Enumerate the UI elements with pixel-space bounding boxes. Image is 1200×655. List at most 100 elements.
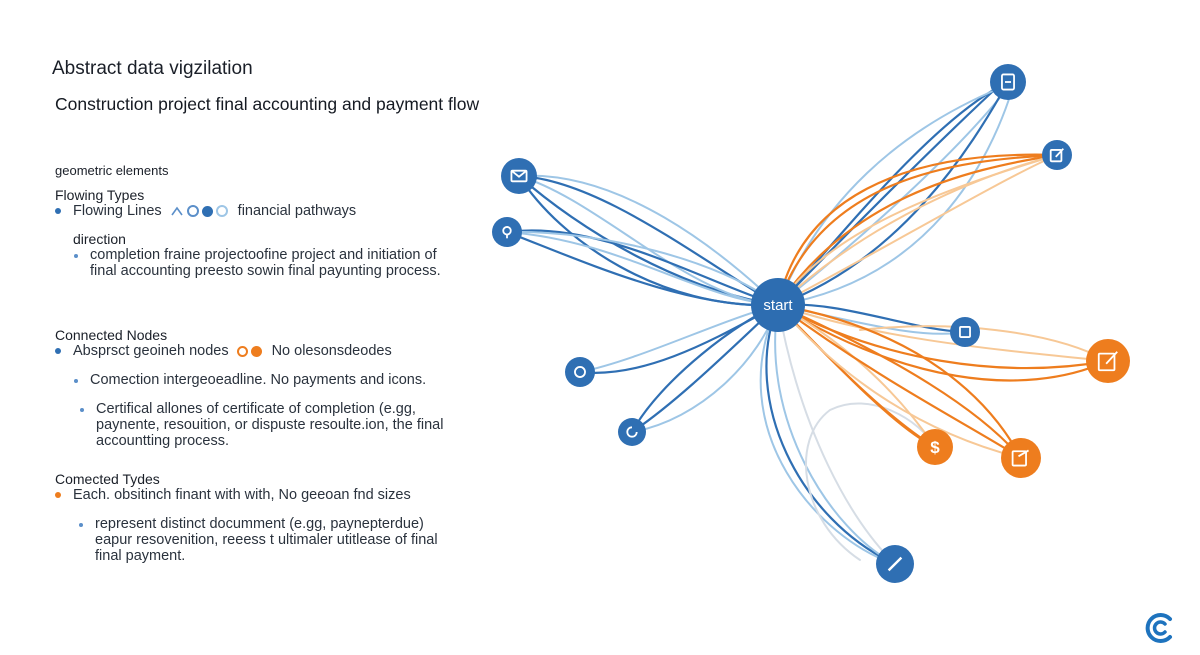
flow-line (777, 304, 1022, 459)
brand-c-icon (1145, 613, 1172, 643)
types-sub-text-1: represent distinct documment (e.gg, payn… (95, 516, 438, 564)
mail-icon (510, 169, 528, 183)
flow-line (776, 303, 1023, 460)
connected-nodes-heading: Connected Nodes (55, 327, 168, 343)
mail-node[interactable] (501, 158, 537, 194)
square-node[interactable] (950, 317, 980, 347)
nodes-sub-item-1: Comection intergeoeadline. No payments a… (74, 372, 426, 388)
pen-node[interactable] (876, 545, 914, 583)
flow-line (506, 230, 779, 306)
start-node-label: start (763, 297, 793, 314)
ring-icon (236, 345, 248, 357)
bullet-dot (55, 208, 61, 214)
types-label: Each. obsitinch finant with with, No gee… (73, 487, 411, 503)
flowing-lines-bullet: Flowing Lines financial pathways (55, 203, 356, 219)
types-sub-item-1: represent distinct documment (e.gg, payn… (79, 516, 438, 564)
dot-icon (250, 345, 262, 357)
flow-line (776, 303, 1110, 382)
document-node[interactable] (990, 64, 1026, 100)
flowing-types-heading: Flowing Types (55, 187, 145, 203)
flow-line (776, 153, 1059, 307)
flowing-lines-mini-icons (170, 205, 228, 217)
flow-line (506, 231, 779, 306)
flow-lines (505, 78, 1110, 566)
bullet-dot (55, 492, 61, 498)
flow-line (776, 80, 1010, 307)
edit-orange-node[interactable] (1086, 339, 1130, 383)
flow-line (776, 303, 1023, 460)
dot-icon (201, 205, 213, 217)
connected-types-heading: Comected Tydes (55, 471, 160, 487)
flow-line (777, 89, 1013, 306)
start-node-circle (751, 278, 805, 332)
flow-line (776, 78, 1007, 307)
edit-icon (1097, 351, 1118, 372)
nodes-label: Absprsct geoineh nodes (73, 343, 229, 359)
location-node[interactable] (492, 217, 522, 247)
dollar-node-circle (917, 429, 953, 465)
direction-item: completion fraine projectoofine project … (74, 247, 441, 279)
nodes-suffix: No olesonsdeodes (271, 343, 392, 359)
nodes-sub-item-2: Certifical allones of certificate of com… (80, 401, 443, 449)
flow-line (579, 304, 779, 373)
edit-icon (1049, 148, 1064, 163)
bullet-dot (55, 348, 61, 354)
flow-line (777, 154, 1058, 306)
nodes-sub-text-2: Certifical allones of certificate of com… (96, 401, 444, 449)
flow-line (805, 402, 936, 561)
flowing-lines-suffix: financial pathways (237, 203, 357, 219)
section-label: geometric elements (55, 163, 169, 178)
direction-heading: direction (73, 231, 126, 247)
flow-line (505, 229, 780, 307)
circle-icon (574, 366, 586, 378)
flow-line (859, 325, 1109, 362)
location-pin-icon (502, 226, 512, 239)
exit-node[interactable] (1001, 438, 1041, 478)
flow-line (777, 304, 1109, 362)
flow-line (777, 304, 896, 565)
flow-line (776, 153, 1059, 307)
flow-line (518, 174, 779, 306)
square-icon (959, 326, 971, 338)
location-node-circle (492, 217, 522, 247)
document-icon (1001, 73, 1015, 91)
nodes-sub-text-1: Comection intergeoeadline. No payments a… (90, 372, 427, 388)
sub-bullet-dot (79, 523, 83, 527)
flow-line (505, 230, 780, 307)
refresh-node[interactable] (618, 418, 646, 446)
flow-line (777, 84, 1011, 306)
edit-node[interactable] (1042, 140, 1072, 170)
flow-line (776, 153, 1059, 307)
search-icon (215, 205, 228, 217)
sub-bullet-dot (80, 408, 84, 412)
flow-line (777, 154, 1058, 306)
flow-line (517, 174, 780, 307)
dollar-icon: $ (930, 438, 940, 457)
refresh-node-circle (618, 418, 646, 446)
circle-node-circle (565, 357, 595, 387)
flowing-lines-label: Flowing Lines (73, 203, 162, 219)
pen-icon (887, 556, 903, 572)
exit-icon (1011, 449, 1030, 467)
flow-line (776, 80, 1010, 307)
flow-nodes: $ (492, 64, 1130, 583)
flow-line (777, 87, 1001, 306)
start-node[interactable]: start (751, 278, 805, 332)
page-title: Abstract data vigzilation (52, 58, 253, 79)
chevron-up-icon (171, 206, 183, 216)
square-node-circle (950, 317, 980, 347)
search-icon (186, 205, 199, 217)
flow-line (776, 303, 1023, 460)
flow-line (630, 303, 780, 434)
dollar-node[interactable]: $ (917, 429, 953, 465)
sub-bullet-dot (74, 379, 78, 383)
flow-line (759, 304, 896, 565)
nodes-bullet: Absprsct geoineh nodes No olesonsdeodes (55, 343, 392, 359)
page-subtitle: Construction project final accounting an… (55, 94, 480, 114)
exit-node-circle (1001, 438, 1041, 478)
circle-node[interactable] (565, 357, 595, 387)
sub-bullet-dot (74, 254, 78, 258)
nodes-mini-icons (236, 345, 262, 357)
refresh-icon (626, 426, 638, 438)
